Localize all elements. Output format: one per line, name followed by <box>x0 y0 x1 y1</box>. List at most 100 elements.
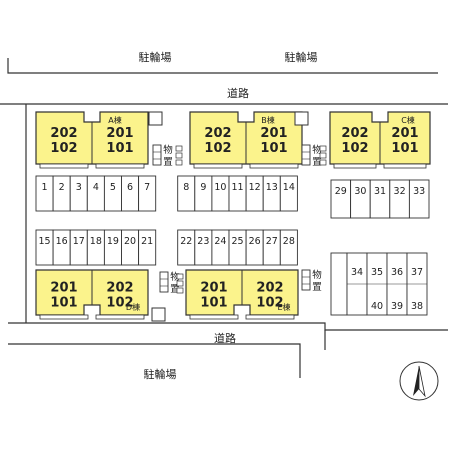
parking-slot: 3 <box>69 175 88 212</box>
bottom-road-edge <box>8 343 301 378</box>
svg-text:1: 1 <box>42 182 48 193</box>
storage-shed: 物置 <box>152 144 173 168</box>
svg-text:置: 置 <box>163 157 173 168</box>
parking-slot: 23 <box>194 229 213 266</box>
svg-text:20: 20 <box>124 236 136 247</box>
unit-number: 202 <box>50 126 77 141</box>
svg-text:38: 38 <box>411 301 423 312</box>
building-label: B棟 <box>261 115 275 125</box>
parking-slot: 7 <box>138 175 157 212</box>
unit-number: 102 <box>341 141 368 156</box>
bike-parking-label-2: 駐輪場 <box>285 50 318 64</box>
bike-parking-label-1: 駐輪場 <box>139 50 172 64</box>
parking-slot: 10 <box>211 175 230 212</box>
parking-slot: 14 <box>279 175 298 212</box>
parking-slot: 30 <box>350 179 371 219</box>
site-boundary <box>0 103 448 331</box>
unit-number: 101 <box>391 141 418 156</box>
parking-slot: 4 <box>86 175 105 212</box>
parking-slot: 28 <box>279 229 298 266</box>
parking-slot: 19 <box>103 229 122 266</box>
svg-text:31: 31 <box>374 186 386 197</box>
svg-text:15: 15 <box>39 236 51 247</box>
svg-text:29: 29 <box>335 186 347 197</box>
storage-shed: 物置 <box>301 144 322 168</box>
parking-slot: 9 <box>194 175 213 212</box>
unit-number: 202 <box>256 281 283 296</box>
svg-text:置: 置 <box>312 157 322 168</box>
svg-text:30: 30 <box>354 186 366 197</box>
svg-text:物: 物 <box>170 271 180 283</box>
parking-slot: 36 39 <box>386 252 408 316</box>
unit-number: 201 <box>260 126 287 141</box>
storage-shed: 物置 <box>301 269 322 293</box>
parking-slot: 17 <box>69 229 88 266</box>
unit-number: 201 <box>391 126 418 141</box>
svg-text:25: 25 <box>232 236 244 247</box>
svg-text:5: 5 <box>110 182 116 193</box>
parking-slot: 16 <box>52 229 71 266</box>
unit-number: 101 <box>260 141 287 156</box>
parking-slot: 21 <box>138 229 157 266</box>
svg-text:置: 置 <box>312 282 322 293</box>
bottom-road-label: 道路 <box>214 331 236 345</box>
svg-text:27: 27 <box>266 236 278 247</box>
svg-text:13: 13 <box>266 182 278 193</box>
svg-text:置: 置 <box>170 284 180 295</box>
svg-text:34: 34 <box>351 267 363 278</box>
svg-text:14: 14 <box>283 182 295 193</box>
unit-number: 202 <box>341 126 368 141</box>
svg-text:24: 24 <box>214 236 226 247</box>
svg-text:8: 8 <box>183 182 189 193</box>
svg-text:16: 16 <box>56 236 68 247</box>
parking-slot: 32 <box>389 179 410 219</box>
unit-number: 102 <box>50 141 77 156</box>
svg-text:7: 7 <box>144 182 150 193</box>
parking-slot: 6 <box>121 175 140 212</box>
unit-number: 201 <box>106 126 133 141</box>
svg-text:物: 物 <box>312 269 322 281</box>
svg-text:4: 4 <box>93 182 99 193</box>
unit-number: 201 <box>200 281 227 296</box>
parking-slot: 34 <box>346 252 368 316</box>
svg-text:17: 17 <box>73 236 85 247</box>
bike-rack <box>294 111 309 126</box>
svg-text:物: 物 <box>312 144 322 156</box>
parking-slot: 2 <box>52 175 71 212</box>
parking-slot: 24 <box>211 229 230 266</box>
unit-number: 202 <box>106 281 133 296</box>
svg-text:3: 3 <box>76 182 82 193</box>
parking-slot: 12 <box>245 175 264 212</box>
parking-slot: 15 <box>35 229 54 266</box>
svg-text:21: 21 <box>141 236 153 247</box>
svg-text:36: 36 <box>391 267 403 278</box>
unit-number: 102 <box>106 296 133 311</box>
unit-number: 102 <box>256 296 283 311</box>
svg-text:2: 2 <box>59 182 65 193</box>
svg-text:39: 39 <box>391 301 403 312</box>
building-label: A棟 <box>108 115 121 125</box>
unit-number: 201 <box>50 281 77 296</box>
svg-text:18: 18 <box>90 236 102 247</box>
unit-number: 102 <box>204 141 231 156</box>
building-label: D棟 <box>126 302 140 312</box>
storage-shed: 物置 <box>159 271 180 295</box>
parking-slot <box>330 252 348 316</box>
svg-text:11: 11 <box>232 182 244 193</box>
svg-text:35: 35 <box>371 267 383 278</box>
top-road-label: 道路 <box>227 86 249 100</box>
unit-number: 202 <box>204 126 231 141</box>
parking-slot: 8 <box>177 175 196 212</box>
svg-text:9: 9 <box>200 182 206 193</box>
bike-rack <box>148 111 163 126</box>
unit-number: 101 <box>106 141 133 156</box>
parking-slot: 5 <box>103 175 122 212</box>
parking-slot: 20 <box>121 229 140 266</box>
